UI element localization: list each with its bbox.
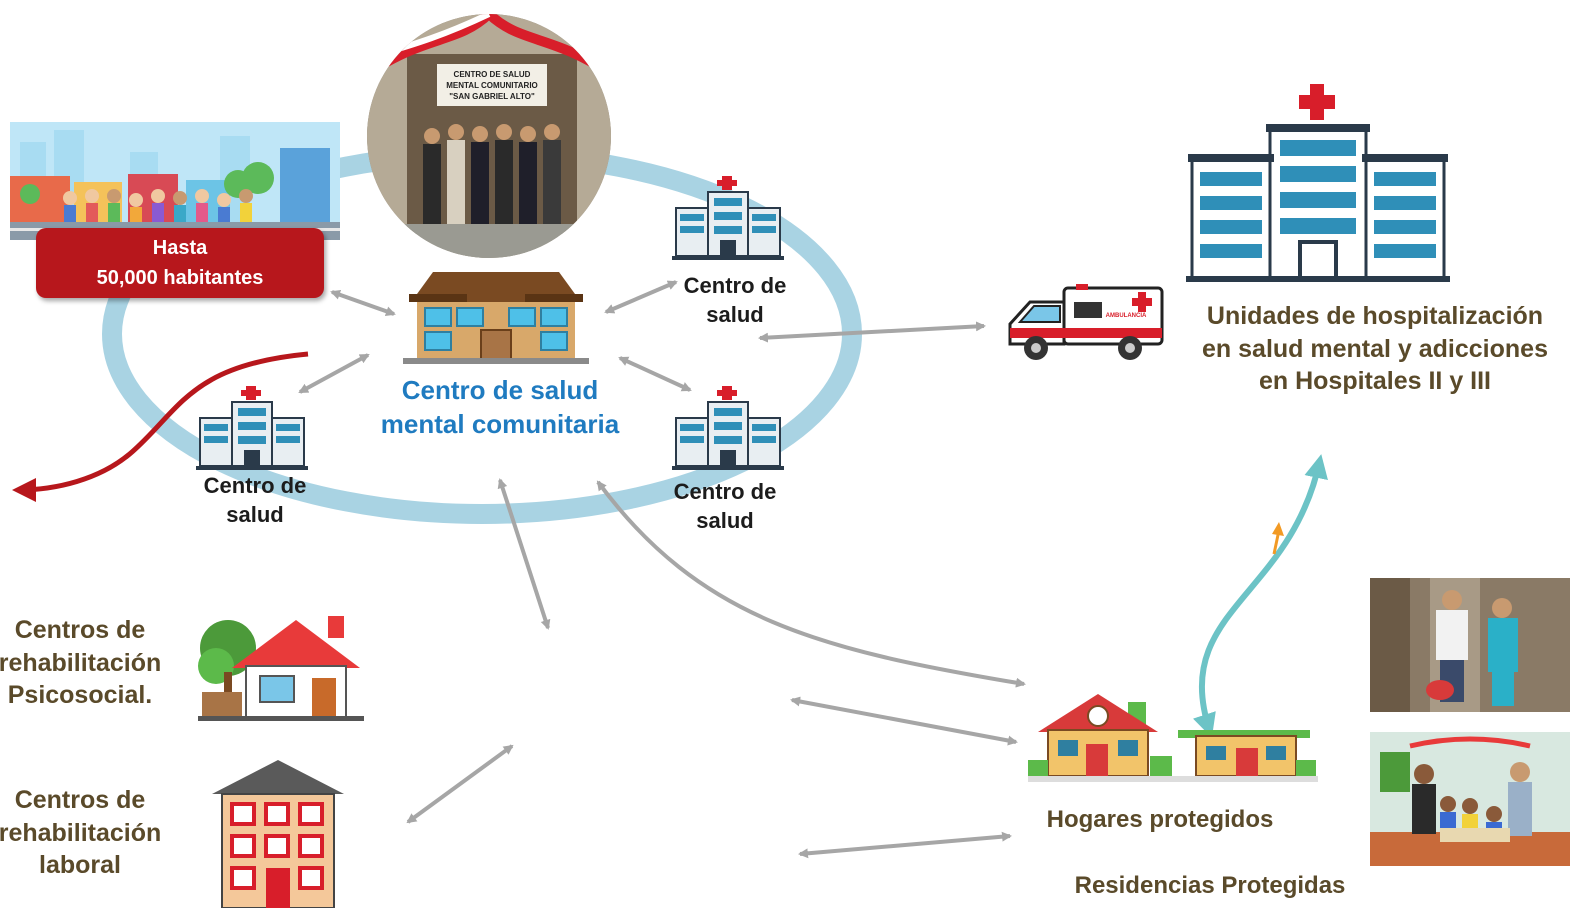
rehab-psychosocial-line3: Psicosocial. [7, 681, 153, 709]
health-center-2-line1: Centro de [203, 473, 307, 498]
community-center-icon [403, 272, 589, 364]
rehab-psychosocial-line2: rehabilitación [0, 648, 162, 677]
photo-sign-line1: CENTRO DE SALUD [454, 70, 531, 79]
health-center-label-2: Centro de salud [190, 472, 320, 529]
protected-residences-label: Residencias Protegidas [1074, 872, 1346, 899]
health-center-icon-2 [196, 386, 308, 470]
gray-arrows [298, 280, 1026, 859]
central-center-label: Centro de salud mental comunitaria [350, 374, 650, 442]
rehab-labor-line3: laboral [39, 851, 121, 879]
protected-home-photo-graphic [1370, 732, 1570, 866]
health-center-label-3: Centro de salud [660, 478, 790, 535]
ambulance-icon: AMBULANCIA [1008, 284, 1164, 360]
ambulance-text: AMBULANCIA [1106, 313, 1147, 319]
health-center-label-1: Centro de salud [670, 272, 800, 329]
community-visit-photo-graphic [1370, 578, 1570, 712]
central-label-line1: Centro de salud [401, 375, 599, 405]
apartment-building-icon [212, 760, 344, 908]
population-line1: Hasta [152, 237, 208, 259]
house-icon [198, 616, 364, 721]
inauguration-photo-graphic: CENTRO DE SALUD MENTAL COMUNITARIO "SAN … [367, 14, 611, 258]
red-outbound-arrow [12, 351, 309, 502]
hospital-line2: en salud mental y adicciones [1202, 334, 1548, 363]
rehab-labor-line2: rehabilitación [0, 818, 162, 847]
rehab-psychosocial-label: Centros de rehabilitación Psicosocial. [0, 614, 180, 712]
health-center-icon-3 [672, 386, 784, 470]
health-center-1-line1: Centro de [683, 273, 787, 298]
teal-arrow [1193, 454, 1328, 738]
hospital-label: Unidades de hospitalización en salud men… [1170, 300, 1580, 398]
community-illustration [10, 122, 340, 240]
protected-homes-icon [1028, 694, 1318, 782]
health-center-1-line2: salud [706, 301, 764, 327]
population-badge: Hasta 50,000 habitantes [36, 228, 324, 298]
central-label-line2: mental comunitaria [380, 408, 620, 439]
hospital-icon [1186, 84, 1450, 282]
rehab-labor-label: Centros de rehabilitación laboral [0, 784, 180, 882]
protected-homes-label: Hogares protegidos [1046, 806, 1274, 833]
hospital-line3: en Hospitales II y III [1258, 367, 1492, 395]
rehab-labor-line1: Centros de [14, 786, 146, 814]
photo-sign-line2: MENTAL COMUNITARIO [446, 81, 538, 90]
community-visit-photo [1370, 578, 1570, 712]
photo-sign-line3: "SAN GABRIEL ALTO" [449, 92, 535, 101]
health-center-3-line1: Centro de [673, 479, 777, 504]
health-center-2-line2: salud [226, 501, 284, 527]
health-center-icon-1 [672, 176, 784, 260]
rehab-psychosocial-line1: Centros de [14, 616, 146, 644]
inauguration-photo: CENTRO DE SALUD MENTAL COMUNITARIO "SAN … [367, 14, 611, 258]
population-line2: 50,000 habitantes [96, 267, 264, 289]
health-center-3-line2: salud [696, 507, 754, 533]
hospital-line1: Unidades de hospitalización [1206, 302, 1544, 330]
protected-home-photo [1370, 732, 1570, 866]
